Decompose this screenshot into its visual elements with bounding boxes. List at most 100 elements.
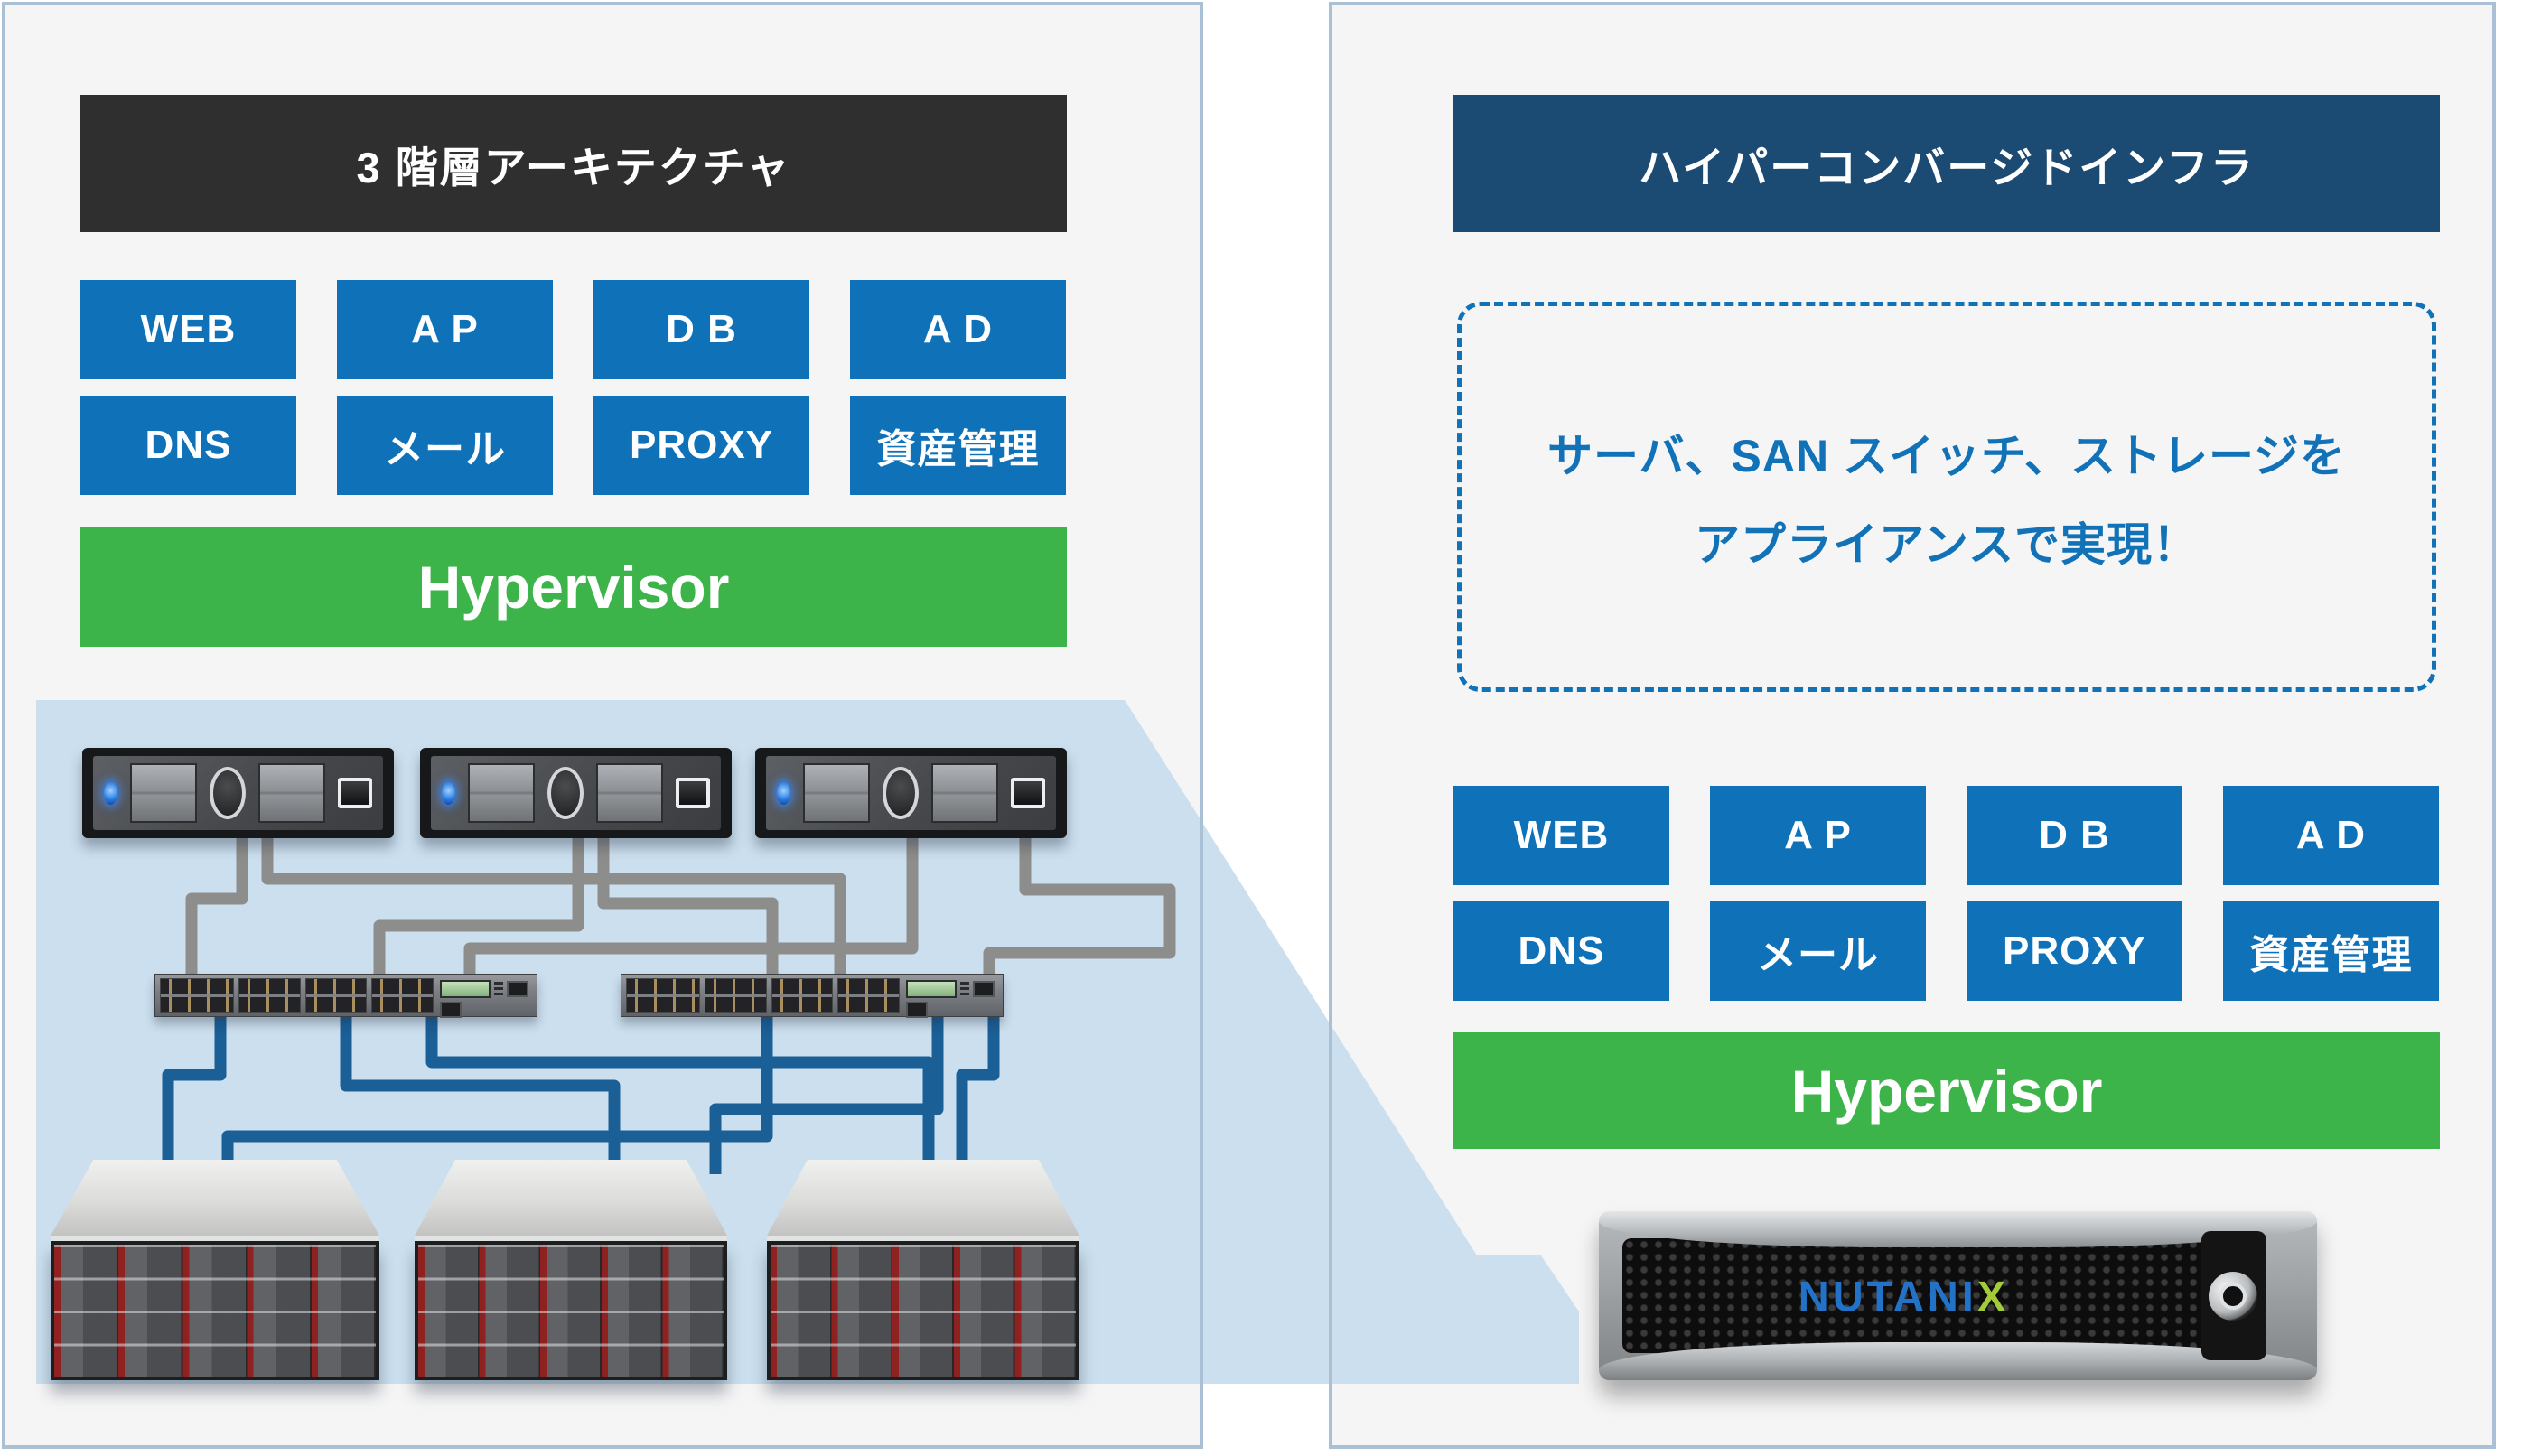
right-panel-background <box>1329 2 2496 1449</box>
switch-uplink-module <box>160 978 234 1013</box>
callout-box: サーバ、SAN スイッチ、ストレージを アプライアンスで実現！ <box>1457 302 2436 692</box>
service-box-ad: A D <box>850 280 1066 379</box>
storage-drive-grid <box>767 1241 1079 1380</box>
storage-bezel-strip <box>767 1236 1079 1241</box>
switch-port-group <box>771 978 834 1013</box>
switch-uplink-module <box>626 978 700 1013</box>
switch-port-group <box>304 978 368 1013</box>
right-panel-title: ハイパーコンバージドインフラ <box>1453 95 2440 232</box>
service-box-mail: メール <box>337 396 553 495</box>
power-led-icon <box>104 781 117 805</box>
switch-port-group <box>371 978 434 1013</box>
server-faceplate <box>93 756 383 830</box>
server-switch-cable <box>373 826 584 980</box>
drive-bay-icon <box>258 763 325 823</box>
switch-storage-cable <box>340 1007 621 1174</box>
switch-port-group <box>238 978 301 1013</box>
power-button-icon <box>547 767 584 819</box>
nutanix-logo: NUTANIX <box>1599 1271 2209 1321</box>
service-box-db: D B <box>593 280 809 379</box>
server-switch-cable <box>261 826 846 980</box>
server-faceplate <box>431 756 721 830</box>
drive-bay-icon <box>596 763 663 823</box>
ethernet-port-icon <box>973 981 995 997</box>
switch-lcd-display <box>906 980 958 998</box>
nutanix-logo-x: X <box>1976 1272 2010 1320</box>
switch-status-leds-icon <box>494 982 504 996</box>
left-hypervisor-bar: Hypervisor <box>80 527 1067 647</box>
storage-array-2 <box>415 1160 727 1380</box>
right-service-grid: WEB A P D B A D DNS メール PROXY 資産管理 <box>1453 786 2439 1001</box>
left-service-grid: WEB A P D B A D DNS メール PROXY 資産管理 <box>80 280 1066 495</box>
server-switch-cable <box>597 826 779 980</box>
storage-array-3 <box>767 1160 1079 1380</box>
service-box-web: WEB <box>80 280 296 379</box>
server-switch-cables <box>185 826 1176 980</box>
optical-drive-icon <box>338 778 372 808</box>
service-box-mail: メール <box>1710 901 1926 1001</box>
rack-server-2 <box>420 748 732 838</box>
drive-bay-icon <box>468 763 535 823</box>
switch-storage-cable <box>425 1007 935 1174</box>
server-switch-cable <box>983 826 1176 980</box>
appliance-bottom-bezel <box>1599 1342 2317 1380</box>
drive-bay-icon <box>803 763 870 823</box>
callout-line-1: サーバ、SAN スイッチ、ストレージを <box>1547 431 2346 481</box>
drive-bay-icon <box>130 763 197 823</box>
storage-array-1 <box>51 1160 379 1380</box>
storage-top-cover <box>415 1160 727 1236</box>
san-switch-1 <box>154 974 537 1018</box>
optical-drive-icon <box>1011 778 1045 808</box>
service-box-db: D B <box>1967 786 2182 885</box>
service-box-dns: DNS <box>1453 901 1669 1001</box>
service-box-ad: A D <box>2223 786 2439 885</box>
switch-management-section <box>904 978 998 1018</box>
service-box-ap: A P <box>337 280 553 379</box>
switch-storage-cable <box>221 1007 773 1174</box>
power-led-icon <box>777 781 790 805</box>
service-box-asset: 資産管理 <box>2223 901 2439 1001</box>
switch-status-leds-icon <box>960 982 970 996</box>
service-box-dns: DNS <box>80 396 296 495</box>
ethernet-port-icon <box>440 1002 462 1018</box>
ethernet-port-icon <box>507 981 529 997</box>
storage-bezel-strip <box>415 1236 727 1241</box>
service-box-asset: 資産管理 <box>850 396 1066 495</box>
storage-top-cover <box>767 1160 1079 1236</box>
power-led-icon <box>442 781 455 805</box>
switch-port-group <box>705 978 767 1013</box>
server-switch-cable <box>185 826 248 980</box>
service-box-proxy: PROXY <box>1967 901 2182 1001</box>
switch-storage-cables <box>162 1007 1000 1174</box>
switch-management-section <box>438 978 532 1018</box>
power-button-icon <box>883 767 919 819</box>
drive-bay-icon <box>931 763 998 823</box>
appliance-top-bezel <box>1599 1211 2317 1247</box>
storage-drive-grid <box>51 1241 379 1380</box>
switch-storage-cable <box>956 1007 1000 1174</box>
appliance-lock-dial-icon <box>2209 1271 2257 1321</box>
switch-lcd-display <box>440 980 491 998</box>
storage-top-cover <box>51 1160 379 1236</box>
right-hypervisor-bar: Hypervisor <box>1453 1032 2440 1149</box>
left-panel-title: 3 階層アーキテクチャ <box>80 95 1067 232</box>
switch-storage-cable <box>709 1007 944 1174</box>
flow-highlight-polygon <box>36 700 1579 1384</box>
service-box-web: WEB <box>1453 786 1669 885</box>
optical-drive-icon <box>676 778 710 808</box>
switch-storage-cable <box>162 1007 227 1174</box>
service-box-proxy: PROXY <box>593 396 809 495</box>
rack-server-1 <box>82 748 394 838</box>
appliance-mesh-grille <box>1622 1238 2212 1353</box>
san-switch-2 <box>621 974 1004 1018</box>
ethernet-port-icon <box>906 1002 929 1018</box>
service-box-ap: A P <box>1710 786 1926 885</box>
storage-bezel-strip <box>51 1236 379 1241</box>
server-faceplate <box>766 756 1056 830</box>
power-button-icon <box>210 767 246 819</box>
appliance-lock-core-icon <box>2219 1282 2247 1310</box>
nutanix-appliance: NUTANIX <box>1599 1211 2317 1380</box>
